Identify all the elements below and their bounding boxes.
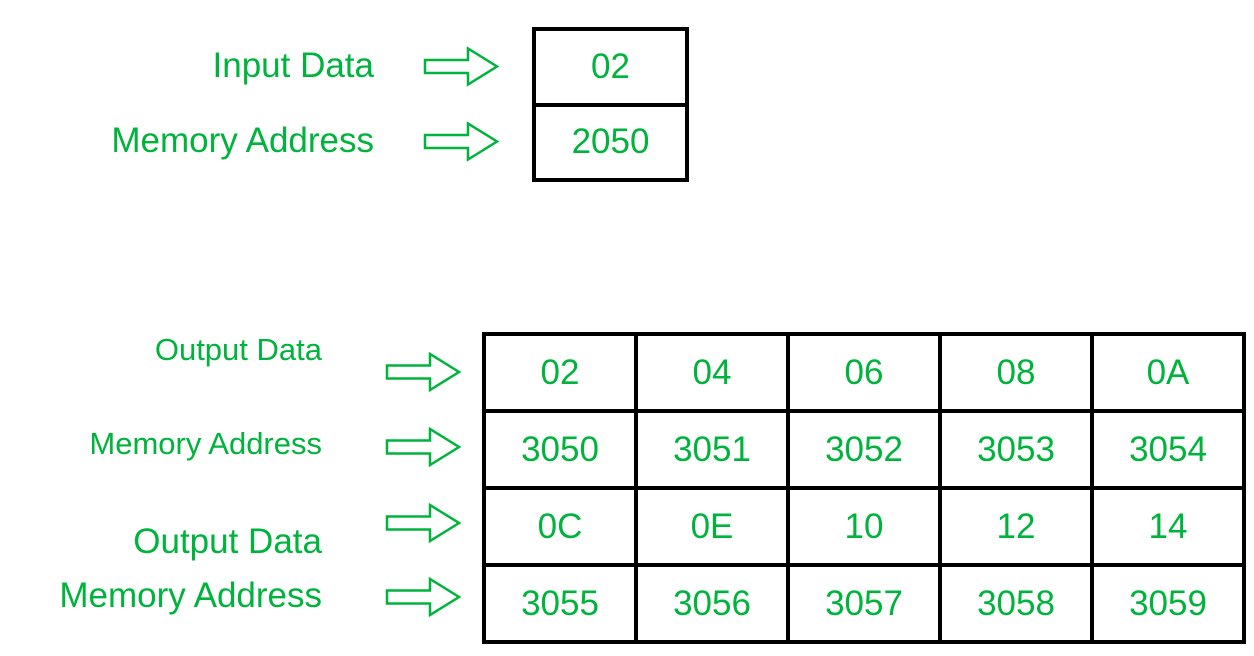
input-data-label: Input Data: [212, 46, 375, 85]
arrow-right-icon: [385, 576, 462, 623]
table-row: 0C 0E 10 12 14: [482, 486, 1246, 567]
input-memory-address-label: Memory Address: [111, 121, 374, 160]
output-memory-table: 02 04 06 08 0A 3050 3051 3052 3053 3054 …: [482, 332, 1246, 644]
input-address-cell: 2050: [536, 102, 685, 179]
memory-cell: 08: [938, 332, 1094, 413]
input-register-box: 02 2050: [532, 27, 689, 182]
memory-cell: 3053: [938, 409, 1094, 490]
memory-cell: 02: [482, 332, 638, 413]
memory-cell: 3058: [938, 563, 1094, 644]
memory-cell: 3050: [482, 409, 638, 490]
memory-cell: 04: [634, 332, 790, 413]
memory-cell: 10: [786, 486, 942, 567]
memory-cell: 12: [938, 486, 1094, 567]
memory-cell: 14: [1090, 486, 1246, 567]
output-data-label-2: Output Data: [133, 522, 322, 561]
memory-cell: 3054: [1090, 409, 1246, 490]
arrow-right-icon: [423, 120, 500, 168]
table-row: 3050 3051 3052 3053 3054: [482, 409, 1246, 490]
memory-cell: 0A: [1090, 332, 1246, 413]
output-memory-address-label-1: Memory Address: [89, 426, 322, 461]
memory-cell: 0C: [482, 486, 638, 567]
arrow-right-icon: [385, 351, 462, 398]
table-row: 3055 3056 3057 3058 3059: [482, 563, 1246, 644]
arrow-right-icon: [385, 426, 462, 473]
memory-cell: 3055: [482, 563, 638, 644]
memory-cell: 3059: [1090, 563, 1246, 644]
output-data-label-1: Output Data: [154, 332, 322, 367]
memory-cell: 3051: [634, 409, 790, 490]
table-row: 02 04 06 08 0A: [482, 332, 1246, 413]
arrow-right-icon: [385, 502, 462, 549]
output-memory-address-label-2: Memory Address: [59, 576, 322, 615]
memory-cell: 3057: [786, 563, 942, 644]
memory-cell: 06: [786, 332, 942, 413]
arrow-right-icon: [423, 45, 500, 93]
memory-cell: 3056: [634, 563, 790, 644]
memory-cell: 3052: [786, 409, 942, 490]
input-data-cell: 02: [591, 46, 630, 86]
memory-cell: 0E: [634, 486, 790, 567]
